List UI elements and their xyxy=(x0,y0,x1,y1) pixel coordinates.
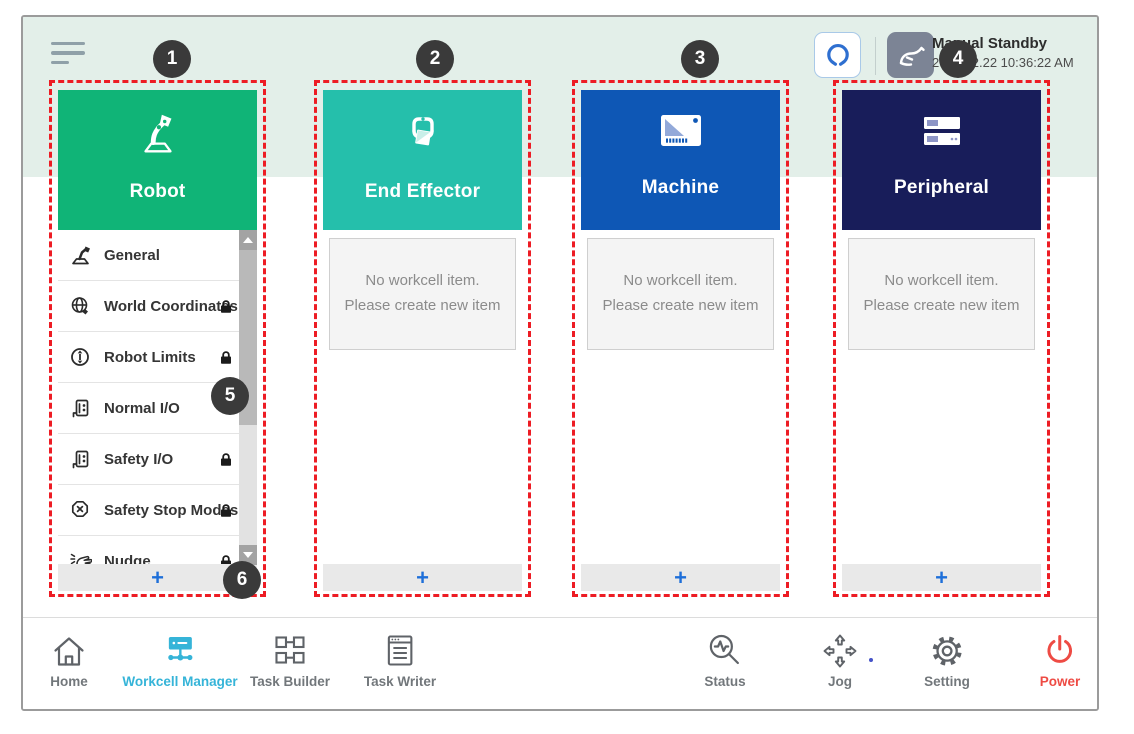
annotation-marker-2: 2 xyxy=(416,40,454,78)
task-writer-icon xyxy=(380,631,420,671)
lock-icon xyxy=(219,299,233,314)
gripper-tool-button[interactable] xyxy=(814,32,861,78)
add-end-effector-item-button[interactable]: + xyxy=(323,564,522,591)
stray-dot xyxy=(869,658,873,662)
app-window: Manual Standby 2022.12.22 10:36:22 AM 1 … xyxy=(21,15,1099,711)
empty-line-1: No workcell item. xyxy=(884,272,999,290)
gear-icon xyxy=(927,631,967,671)
column-title: Peripheral xyxy=(894,177,989,198)
menu-item-robot-limits[interactable]: Robot Limits xyxy=(58,332,257,383)
lock-icon xyxy=(219,452,233,467)
gripper-icon xyxy=(823,39,853,72)
task-builder-icon xyxy=(270,631,310,671)
status-monitor-icon xyxy=(705,631,745,671)
scrollbar-thumb[interactable] xyxy=(239,250,257,425)
workcell-manager-icon xyxy=(160,631,200,671)
plus-icon: + xyxy=(674,564,687,590)
annotation-marker-4: 4 xyxy=(939,40,977,78)
nav-jog[interactable]: Jog xyxy=(820,631,860,689)
nav-status[interactable]: Status xyxy=(704,631,746,689)
empty-state: No workcell item. Please create new item xyxy=(329,238,516,350)
annotation-marker-6: 6 xyxy=(223,561,261,599)
menu-icon[interactable] xyxy=(51,42,85,70)
menu-item-world-coordinates[interactable]: World Coordinates xyxy=(58,281,257,332)
main-navigation-bar: Home Workcell Manager xyxy=(23,617,1097,709)
nudge-hand-icon xyxy=(68,549,93,565)
robot-arm-icon xyxy=(133,110,183,163)
nav-power[interactable]: Power xyxy=(1040,631,1080,689)
menu-item-general[interactable]: General xyxy=(58,230,257,281)
world-coordinates-icon xyxy=(68,294,93,318)
nav-workcell-manager[interactable]: Workcell Manager xyxy=(122,631,238,689)
annotation-marker-1: 1 xyxy=(153,40,191,78)
workcell-group-end-effector: End Effector No workcell item. Please cr… xyxy=(314,80,531,597)
machine-header[interactable]: Machine xyxy=(581,90,780,230)
end-effector-header[interactable]: End Effector xyxy=(323,90,522,230)
plus-icon: + xyxy=(935,564,948,590)
menu-item-label: Robot Limits xyxy=(104,348,196,366)
empty-line-1: No workcell item. xyxy=(365,272,480,290)
menu-item-label: World Coordinates xyxy=(104,297,238,315)
workcell-group-peripheral: Peripheral No workcell item. Please crea… xyxy=(833,80,1050,597)
menu-item-label: Safety I/O xyxy=(104,450,174,468)
plus-icon: + xyxy=(151,564,164,590)
hand-icon xyxy=(896,39,926,72)
nav-task-builder[interactable]: Task Builder xyxy=(250,631,330,689)
add-peripheral-item-button[interactable]: + xyxy=(842,564,1041,591)
empty-state: No workcell item. Please create new item xyxy=(848,238,1035,350)
power-icon xyxy=(1040,631,1080,671)
lock-icon xyxy=(219,350,233,365)
scroll-up-button[interactable] xyxy=(239,230,257,250)
nav-setting[interactable]: Setting xyxy=(924,631,970,689)
peripheral-header[interactable]: Peripheral xyxy=(842,90,1041,230)
topbar-divider xyxy=(875,37,876,75)
safety-stop-icon xyxy=(68,498,93,522)
menu-item-label: General xyxy=(104,246,160,264)
empty-line-2: Please create new item xyxy=(863,297,1020,314)
io-port-icon xyxy=(68,447,93,471)
menu-item-nudge[interactable]: Nudge xyxy=(58,536,257,565)
workcell-group-robot: Robot General xyxy=(49,80,266,597)
menu-item-safety-stop-modes[interactable]: Safety Stop Modes xyxy=(58,485,257,536)
lock-icon xyxy=(219,503,233,518)
menu-item-label: Safety Stop Modes xyxy=(104,501,239,519)
machine-icon xyxy=(655,110,707,159)
peripheral-rack-icon xyxy=(916,110,968,159)
empty-line-1: No workcell item. xyxy=(623,272,738,290)
menu-item-label: Normal I/O xyxy=(104,399,180,417)
column-title: Robot xyxy=(129,181,186,202)
jog-dpad-icon xyxy=(820,631,860,671)
robot-header[interactable]: Robot xyxy=(58,90,257,230)
gripper-box-icon xyxy=(399,110,447,163)
scroll-down-button[interactable] xyxy=(239,545,257,565)
empty-state: No workcell item. Please create new item xyxy=(587,238,774,350)
io-port-icon xyxy=(68,396,93,420)
nav-task-writer[interactable]: Task Writer xyxy=(364,631,436,689)
menu-item-label: Nudge xyxy=(104,552,151,566)
home-icon xyxy=(49,631,89,671)
empty-line-2: Please create new item xyxy=(602,297,759,314)
column-title: End Effector xyxy=(364,181,481,202)
plus-icon: + xyxy=(416,564,429,590)
empty-line-2: Please create new item xyxy=(344,297,501,314)
lock-icon xyxy=(219,554,233,565)
robot-limits-icon xyxy=(68,345,93,369)
annotation-marker-5: 5 xyxy=(211,377,249,415)
nav-home[interactable]: Home xyxy=(49,631,89,689)
robot-arm-small-icon xyxy=(68,243,93,267)
add-machine-item-button[interactable]: + xyxy=(581,564,780,591)
annotation-marker-3: 3 xyxy=(681,40,719,78)
menu-item-safety-io[interactable]: Safety I/O xyxy=(58,434,257,485)
workcell-group-machine: Machine No workcell item. Please create … xyxy=(572,80,789,597)
hand-guide-mode-button[interactable] xyxy=(887,32,934,78)
column-title: Machine xyxy=(641,177,720,198)
